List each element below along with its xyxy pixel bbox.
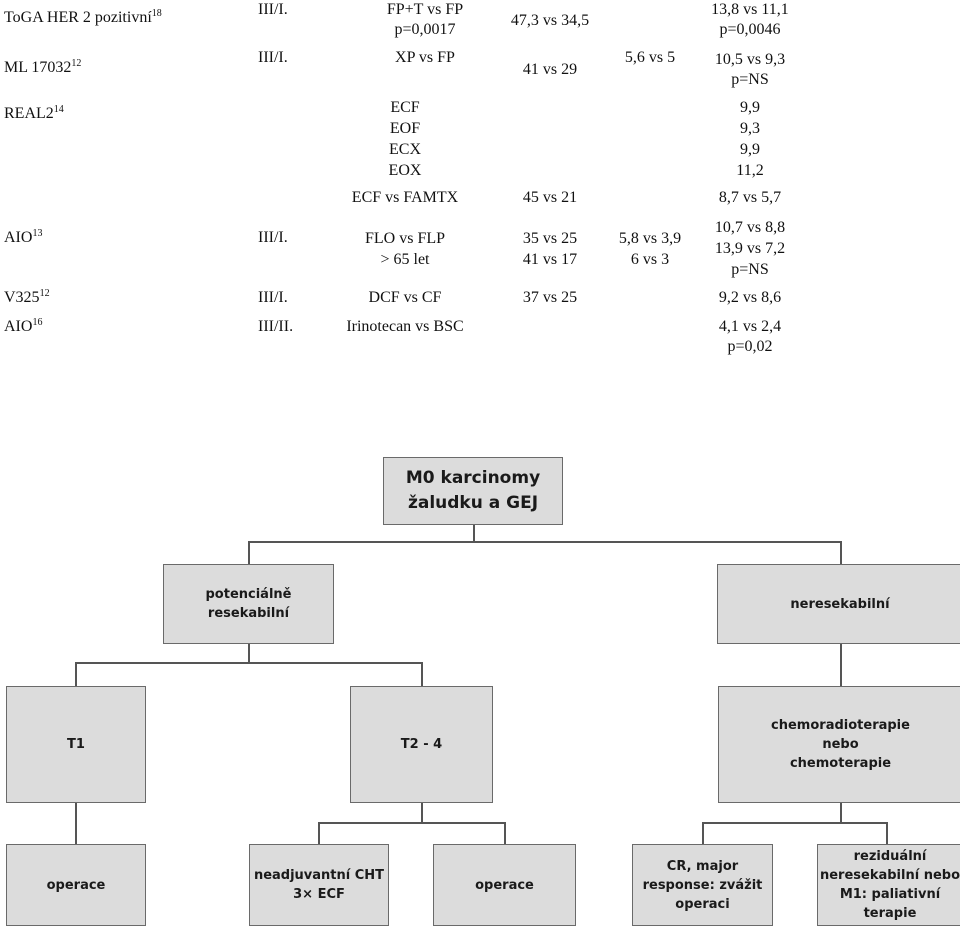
connector-line — [248, 643, 250, 663]
flow-t2-4-box: T2 - 4 — [350, 686, 493, 803]
study-name: ML 1703212 — [4, 58, 82, 77]
study-overall-survival: 10,7 vs 8,8 13,9 vs 7,2 p=NS — [714, 219, 786, 278]
study-phase: III/I. — [258, 1, 288, 18]
study-phase: III/I. — [258, 49, 288, 66]
study-time-to-progression: 5,6 vs 5 — [624, 49, 676, 66]
study-overall-survival: 9,2 vs 8,6 — [718, 289, 782, 306]
connector-line — [75, 662, 77, 686]
connector-line — [504, 822, 506, 844]
study-name: ToGA HER 2 pozitivní18 — [4, 8, 162, 27]
connector-line — [75, 662, 423, 664]
connector-line — [318, 822, 506, 824]
connector-line — [840, 643, 842, 686]
study-phase: III/I. — [258, 229, 288, 246]
flow-unresectable-box: neresekabilní — [717, 564, 960, 644]
flow-chemoradiotherapy-box: chemoradioterapie nebo chemoterapie — [718, 686, 960, 803]
flow-neoadjuvant-box: neadjuvantní CHT 3× ECF — [249, 844, 389, 926]
connector-line — [248, 541, 250, 564]
flow-surgery-box: operace — [6, 844, 146, 926]
study-response-rate: 47,3 vs 34,5 — [510, 12, 590, 29]
flow-complete-response-box: CR, major response: zvážit operaci — [632, 844, 773, 926]
study-arms: FLO vs FLP > 65 let — [364, 230, 446, 268]
connector-line — [702, 822, 704, 844]
flow-resectable-box: potenciálně resekabilní — [163, 564, 334, 644]
connector-line — [840, 541, 842, 564]
flow-surgery-box: operace — [433, 844, 576, 926]
connector-line — [473, 524, 475, 542]
connector-line — [421, 802, 423, 823]
connector-line — [75, 802, 77, 844]
study-name: AIO13 — [4, 228, 43, 247]
study-arms: Irinotecan vs BSC — [346, 318, 464, 335]
study-name: REAL214 — [4, 104, 64, 123]
study-response-rate: 41 vs 29 — [522, 61, 578, 78]
study-response-rate: 37 vs 25 — [522, 289, 578, 306]
study-phase: III/II. — [258, 318, 294, 335]
study-arms: ECF vs FAMTX — [351, 189, 459, 206]
study-arms: ECF EOF ECX EOX — [388, 99, 422, 179]
study-arms: DCF vs CF — [368, 289, 442, 306]
connector-line — [840, 802, 842, 823]
study-overall-survival: 13,8 vs 11,1 p=0,0046 — [711, 1, 789, 38]
study-overall-survival: 8,7 vs 5,7 — [718, 189, 782, 206]
connector-line — [702, 822, 888, 824]
connector-line — [248, 541, 842, 543]
connector-line — [421, 662, 423, 686]
study-arms: FP+T vs FP p=0,0017 — [386, 1, 464, 38]
flow-residual-box: reziduální neresekabilní nebo M1: paliat… — [817, 844, 960, 926]
study-name: AIO16 — [4, 317, 43, 336]
study-phase: III/I. — [258, 289, 288, 306]
study-response-rate: 45 vs 21 — [522, 189, 578, 206]
study-overall-survival: 4,1 vs 2,4 p=0,02 — [718, 318, 782, 355]
flow-t1-box: T1 — [6, 686, 146, 803]
study-arms: XP vs FP — [395, 49, 455, 66]
study-response-rate: 35 vs 25 41 vs 17 — [522, 230, 578, 268]
flow-root-box: M0 karcinomy žaludku a GEJ — [383, 457, 563, 525]
study-overall-survival: 10,5 vs 9,3 p=NS — [714, 51, 786, 88]
study-overall-survival: 9,9 9,3 9,9 11,2 — [736, 99, 764, 179]
study-name: V32512 — [4, 288, 50, 307]
connector-line — [318, 822, 320, 844]
connector-line — [886, 822, 888, 844]
study-time-to-progression: 5,8 vs 3,9 6 vs 3 — [618, 230, 682, 268]
